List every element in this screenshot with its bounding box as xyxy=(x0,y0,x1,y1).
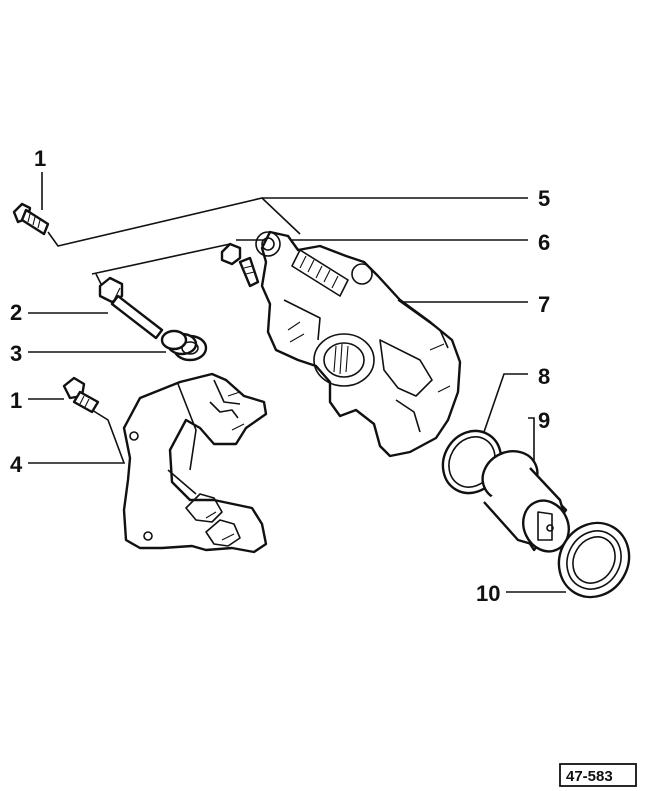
figure-reference: 47-583 xyxy=(559,763,637,787)
callout-7: 7 xyxy=(538,292,550,317)
bolt-1-top xyxy=(12,202,50,236)
guide-bolt-2 xyxy=(98,276,164,340)
callout-4: 4 xyxy=(10,452,23,477)
callout-1-bottom: 1 xyxy=(10,388,22,413)
dust-boot-10 xyxy=(557,521,631,599)
carrier-bracket-4 xyxy=(122,372,268,554)
callout-9: 9 xyxy=(538,408,550,433)
leader-lines xyxy=(28,172,566,593)
callout-10: 10 xyxy=(476,581,500,606)
figure-reference-label: 47-583 xyxy=(566,768,613,785)
callout-3: 3 xyxy=(10,341,22,366)
bolt-1-bottom xyxy=(62,376,100,414)
callout-5: 5 xyxy=(538,186,550,211)
callout-8: 8 xyxy=(538,364,550,389)
caliper-housing-7 xyxy=(255,230,462,458)
piston-9 xyxy=(481,450,570,553)
callout-6: 6 xyxy=(538,230,550,255)
rubber-boot-3 xyxy=(160,329,208,362)
bleed-valve-6 xyxy=(220,242,260,288)
callout-1-top: 1 xyxy=(34,146,46,171)
callout-2: 2 xyxy=(10,300,22,325)
